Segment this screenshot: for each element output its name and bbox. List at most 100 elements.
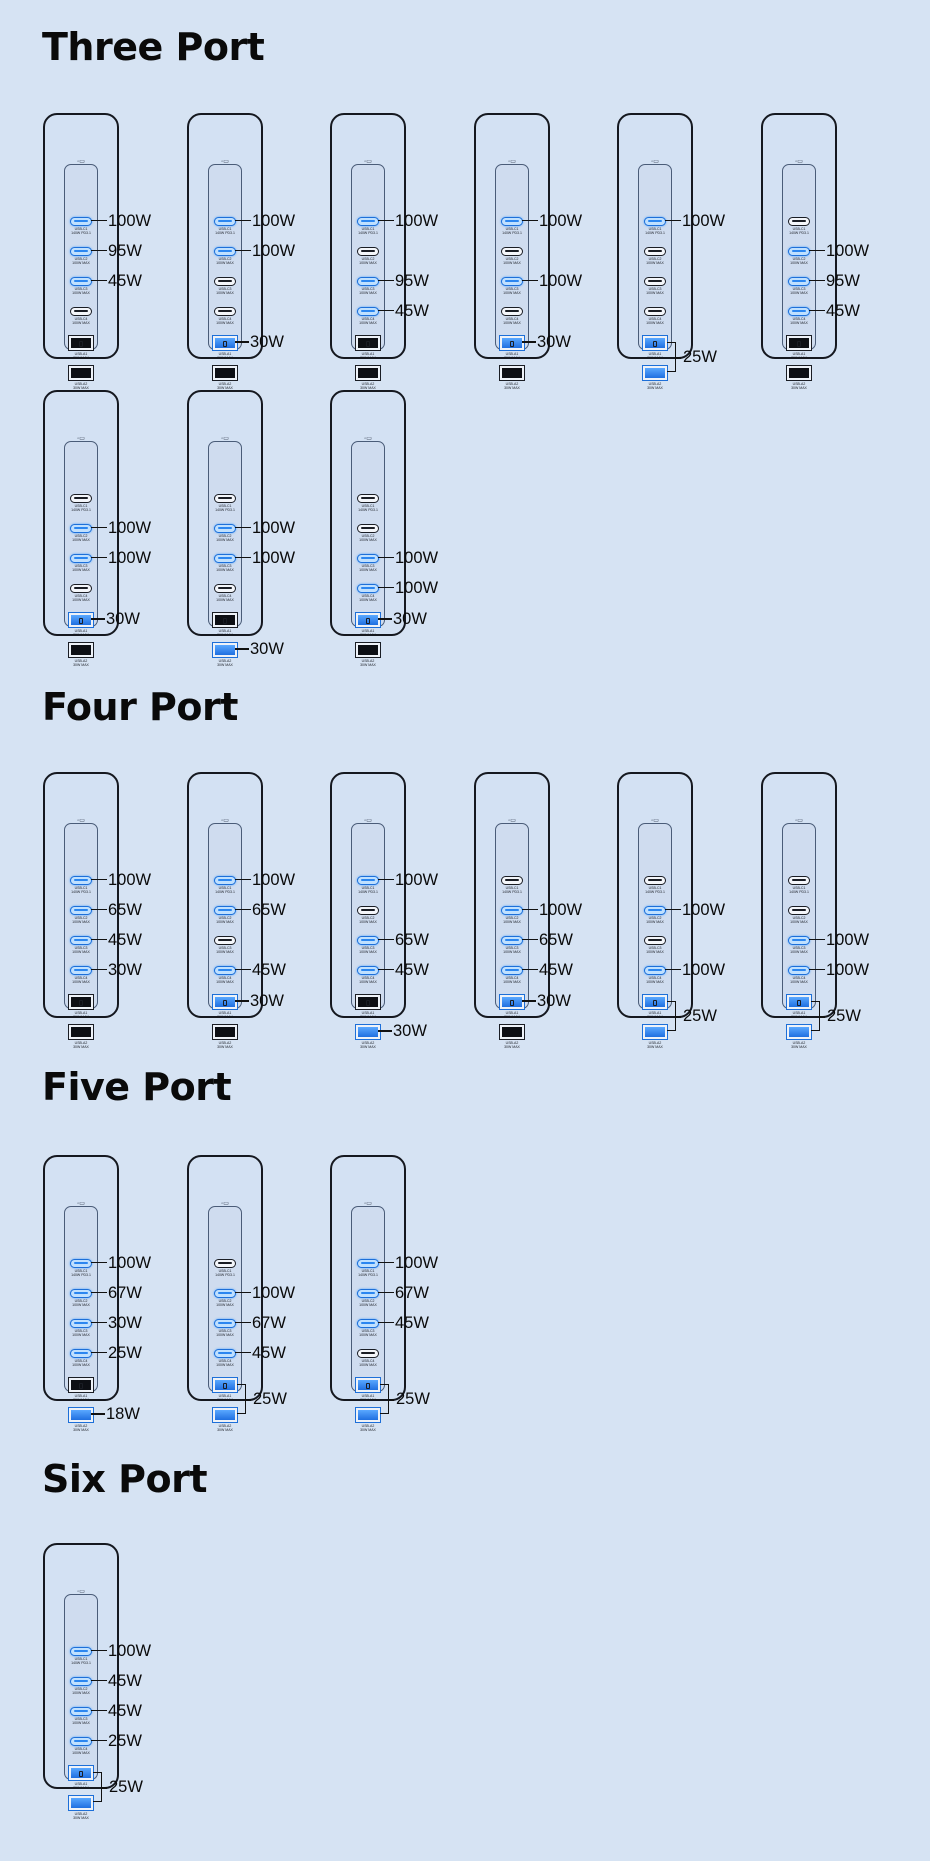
port-rating: 30W MAX [217,1398,233,1402]
power-pin-icon [510,1000,514,1006]
port-name: USB-A2 [74,659,88,663]
leader-line [665,908,681,911]
wattage-label: 65W [395,930,429,949]
leader-line [91,1739,107,1742]
section-title: Six Port [42,1457,208,1501]
leader-line [246,1399,251,1401]
usb-a-port-a1 [786,335,812,351]
usb-c-port-c4 [214,307,236,316]
usb-c-port-c1 [70,1647,92,1656]
leader-line [676,1016,681,1018]
wattage-label: 25W [396,1390,430,1408]
usb-c-port-c2 [214,247,236,256]
port-name: USB-C3 [361,287,375,291]
port-name: USB-C4 [74,317,88,321]
port-rating: 100W MAX [359,1363,377,1367]
usb-c-port-c2 [788,247,810,256]
port-rating: 100W MAX [646,920,664,924]
usb-c-port-c3 [214,554,236,563]
port-rating: 30W MAX [73,1015,89,1019]
port-name: USB-C3 [505,287,519,291]
port-name: USB-C2 [361,916,375,920]
port-rating: 100W MAX [646,950,664,954]
wattage-label: 25W [253,1390,287,1408]
usb-a-port-a2 [68,365,94,381]
port-name: USB-A2 [218,659,232,663]
usb-c-port-c1 [214,876,236,885]
bracket-line [811,1001,820,1031]
port-rating: 100W MAX [216,321,234,325]
port-rating: 100W MAX [72,291,90,295]
usb-a-port-a2 [68,1024,94,1040]
wattage-label: 100W [682,211,726,230]
usb-c-port-c4 [357,307,379,316]
wattage-label: 30W [250,333,284,351]
leader-line [91,618,105,620]
port-rating: 100W MAX [359,321,377,325]
wattage-label: 100W [252,211,296,230]
usb-a-port-a1 [642,335,668,351]
port-name: USB-C1 [505,227,519,231]
usb-c-port-c2 [70,247,92,256]
wattage-label: 45W [395,301,429,320]
port-rating: 30W MAX [360,663,376,667]
usb-a-port-a1 [68,335,94,351]
port-name: USB-C4 [361,317,375,321]
port-rating: 100W MAX [72,1333,90,1337]
wattage-label: 67W [108,1283,142,1302]
port-name: USB-C1 [74,227,88,231]
power-pin-icon [79,618,83,624]
port-name: USB-A1 [792,1011,806,1015]
port-rating: 100W MAX [72,1751,90,1755]
port-rating: 100W MAX [216,1333,234,1337]
port-name: USB-C2 [648,916,662,920]
leader-line [378,219,394,222]
usb-c-port-c3 [357,1319,379,1328]
port-name: USB-C2 [218,916,232,920]
leader-line [235,249,251,252]
port-name: USB-A2 [648,1041,662,1045]
port-rating: 100W MAX [790,321,808,325]
leader-line [91,968,107,971]
leader-line [91,1649,107,1652]
usb-a-port-a2 [786,365,812,381]
port-rating: 140W PD3.1 [71,1661,91,1665]
wattage-label: 100W [395,211,439,230]
port-name: USB-A2 [218,1424,232,1428]
port-rating: 100W MAX [72,1303,90,1307]
usb-c-port-c1 [214,494,236,503]
leader-line [235,341,249,343]
port-rating: 30W MAX [73,1816,89,1820]
section-title: Three Port [42,25,265,69]
port-name: USB-C1 [74,1657,88,1661]
wattage-label: 25W [683,348,717,366]
usb-c-port-c3 [214,277,236,286]
port-rating: 30W MAX [73,663,89,667]
port-name: USB-A2 [505,382,519,386]
port-rating: 30W MAX [217,1045,233,1049]
led-indicator-icon: ◦▭ [508,159,516,165]
usb-c-port-c2 [70,1677,92,1686]
port-rating: 100W MAX [72,261,90,265]
power-pin-icon [797,1000,801,1006]
leader-line [378,1291,394,1294]
port-name: USB-C2 [361,1299,375,1303]
